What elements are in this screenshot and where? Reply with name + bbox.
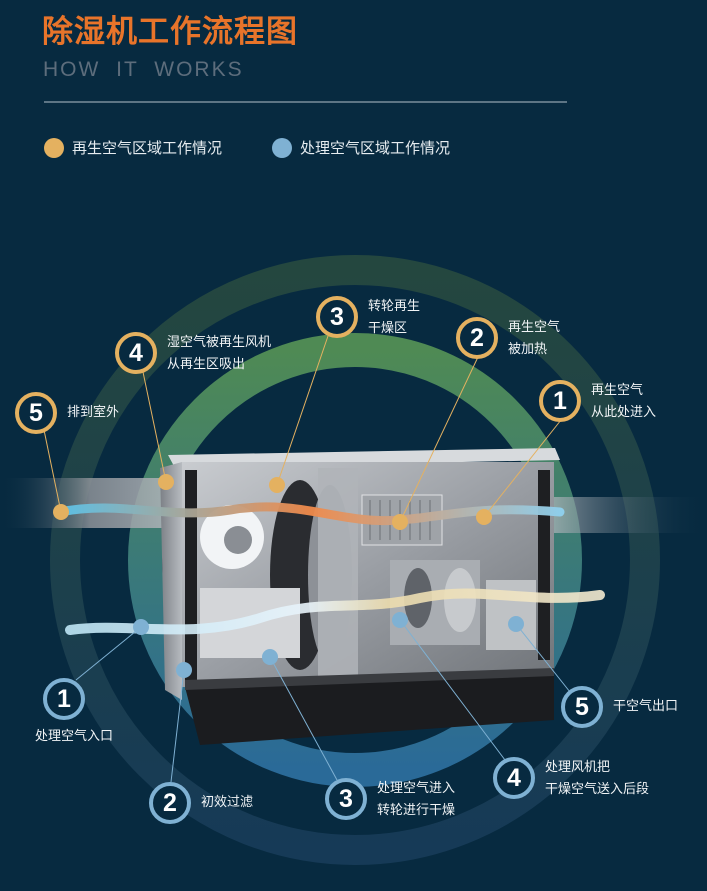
step-number-badge: 5 <box>15 392 57 434</box>
process-step-1: 1 处理空气入口 <box>35 678 113 744</box>
step-number-badge: 3 <box>325 778 367 820</box>
step-number-badge: 4 <box>493 757 535 799</box>
process-leader-lines <box>75 619 571 783</box>
header-divider <box>44 101 567 103</box>
step-line-2: 干燥空气送入后段 <box>545 782 650 797</box>
step-line-1: 处理风机把 <box>545 760 611 775</box>
step-line-1: 湿空气被再生风机 <box>167 335 272 350</box>
regen-dot-icon <box>44 137 64 158</box>
step-number-badge: 4 <box>115 332 157 374</box>
step-description: 初效过滤 <box>201 795 254 810</box>
step-number-badge: 2 <box>149 782 191 824</box>
regen-step-5: 5 排到室外 <box>15 392 119 434</box>
step-line-2: 被加热 <box>508 342 548 357</box>
step-description: 再生空气 被加热 <box>508 317 560 361</box>
step-number-badge: 3 <box>316 296 358 338</box>
step-description: 处理风机把 干燥空气送入后段 <box>545 757 649 801</box>
process-step-2: 2 初效过滤 <box>149 782 253 824</box>
step-number-badge: 1 <box>539 380 581 422</box>
step-description: 处理空气进入 转轮进行干燥 <box>377 778 455 822</box>
legend-label: 处理空气区域工作情况 <box>300 139 451 157</box>
regen-step-4: 4 湿空气被再生风机 从再生区吸出 <box>115 332 271 376</box>
step-number-badge: 2 <box>456 317 498 359</box>
process-step-3: 3 处理空气进入 转轮进行干燥 <box>325 778 455 822</box>
exhaust-duct <box>0 478 180 528</box>
outer-ring <box>50 255 660 865</box>
step-line-1: 再生空气 <box>508 320 561 335</box>
process-step-4: 4 处理风机把 干燥空气送入后段 <box>493 757 649 801</box>
process-markers <box>133 612 524 678</box>
regen-step-1: 1 再生空气 从此处进入 <box>539 380 656 424</box>
page-subtitle: HOW IT WORKS <box>43 58 244 81</box>
process-dot-icon <box>272 137 292 158</box>
regen-step-2: 2 再生空气 被加热 <box>456 317 560 361</box>
step-description: 处理空气入口 <box>35 729 114 744</box>
step-description: 转轮再生 干燥区 <box>368 296 420 340</box>
legend-label: 再生空气区域工作情况 <box>72 139 223 157</box>
step-line-1: 再生空气 <box>591 383 644 398</box>
inner-ring <box>128 333 582 787</box>
step-line-1: 处理空气进入 <box>377 781 456 796</box>
regen-step-3: 3 转轮再生 干燥区 <box>316 296 420 340</box>
machine-housing <box>160 448 560 745</box>
step-description: 再生空气 从此处进入 <box>591 380 656 424</box>
page-title: 除湿机工作流程图 <box>42 14 298 50</box>
step-number-badge: 5 <box>561 686 603 728</box>
process-airflow <box>65 588 605 635</box>
legend-item-process: 处理空气区域工作情况 <box>272 137 450 158</box>
intake-duct <box>550 497 707 533</box>
process-step-5: 5 干空气出口 <box>561 686 678 728</box>
step-description: 干空气出口 <box>613 699 679 714</box>
regen-airflow <box>55 502 565 526</box>
regen-leader-lines <box>43 335 562 523</box>
step-line-2: 转轮进行干燥 <box>377 803 456 818</box>
step-line-2: 从此处进入 <box>591 405 657 420</box>
step-line-2: 从再生区吸出 <box>167 357 246 372</box>
step-description: 湿空气被再生风机 从再生区吸出 <box>167 332 271 376</box>
regen-markers <box>53 474 492 530</box>
step-line-1: 转轮再生 <box>368 299 421 314</box>
step-description: 排到室外 <box>67 405 120 420</box>
step-line-2: 干燥区 <box>368 321 408 336</box>
legend-item-regen: 再生空气区域工作情况 <box>44 137 222 158</box>
step-number-badge: 1 <box>43 678 85 720</box>
